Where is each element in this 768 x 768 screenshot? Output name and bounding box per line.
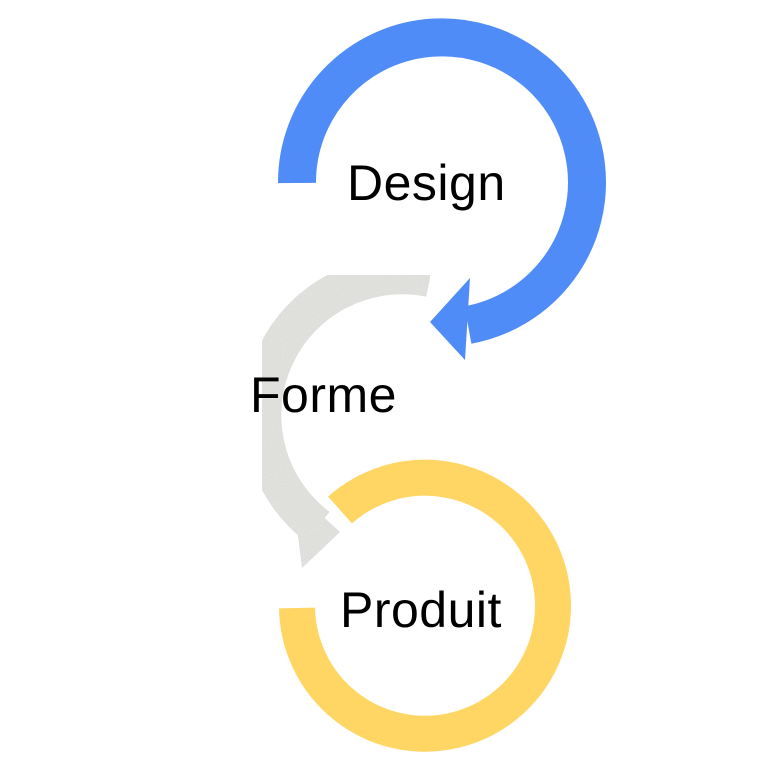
produit-ring-icon [279, 459, 571, 752]
forme-arrow-icon [243, 256, 434, 568]
design-arrow-icon [277, 18, 606, 360]
stage-label-design: Design [347, 155, 506, 211]
stage-label-produit: Produit [340, 582, 502, 638]
stage-label-forme: Forme [250, 367, 397, 423]
